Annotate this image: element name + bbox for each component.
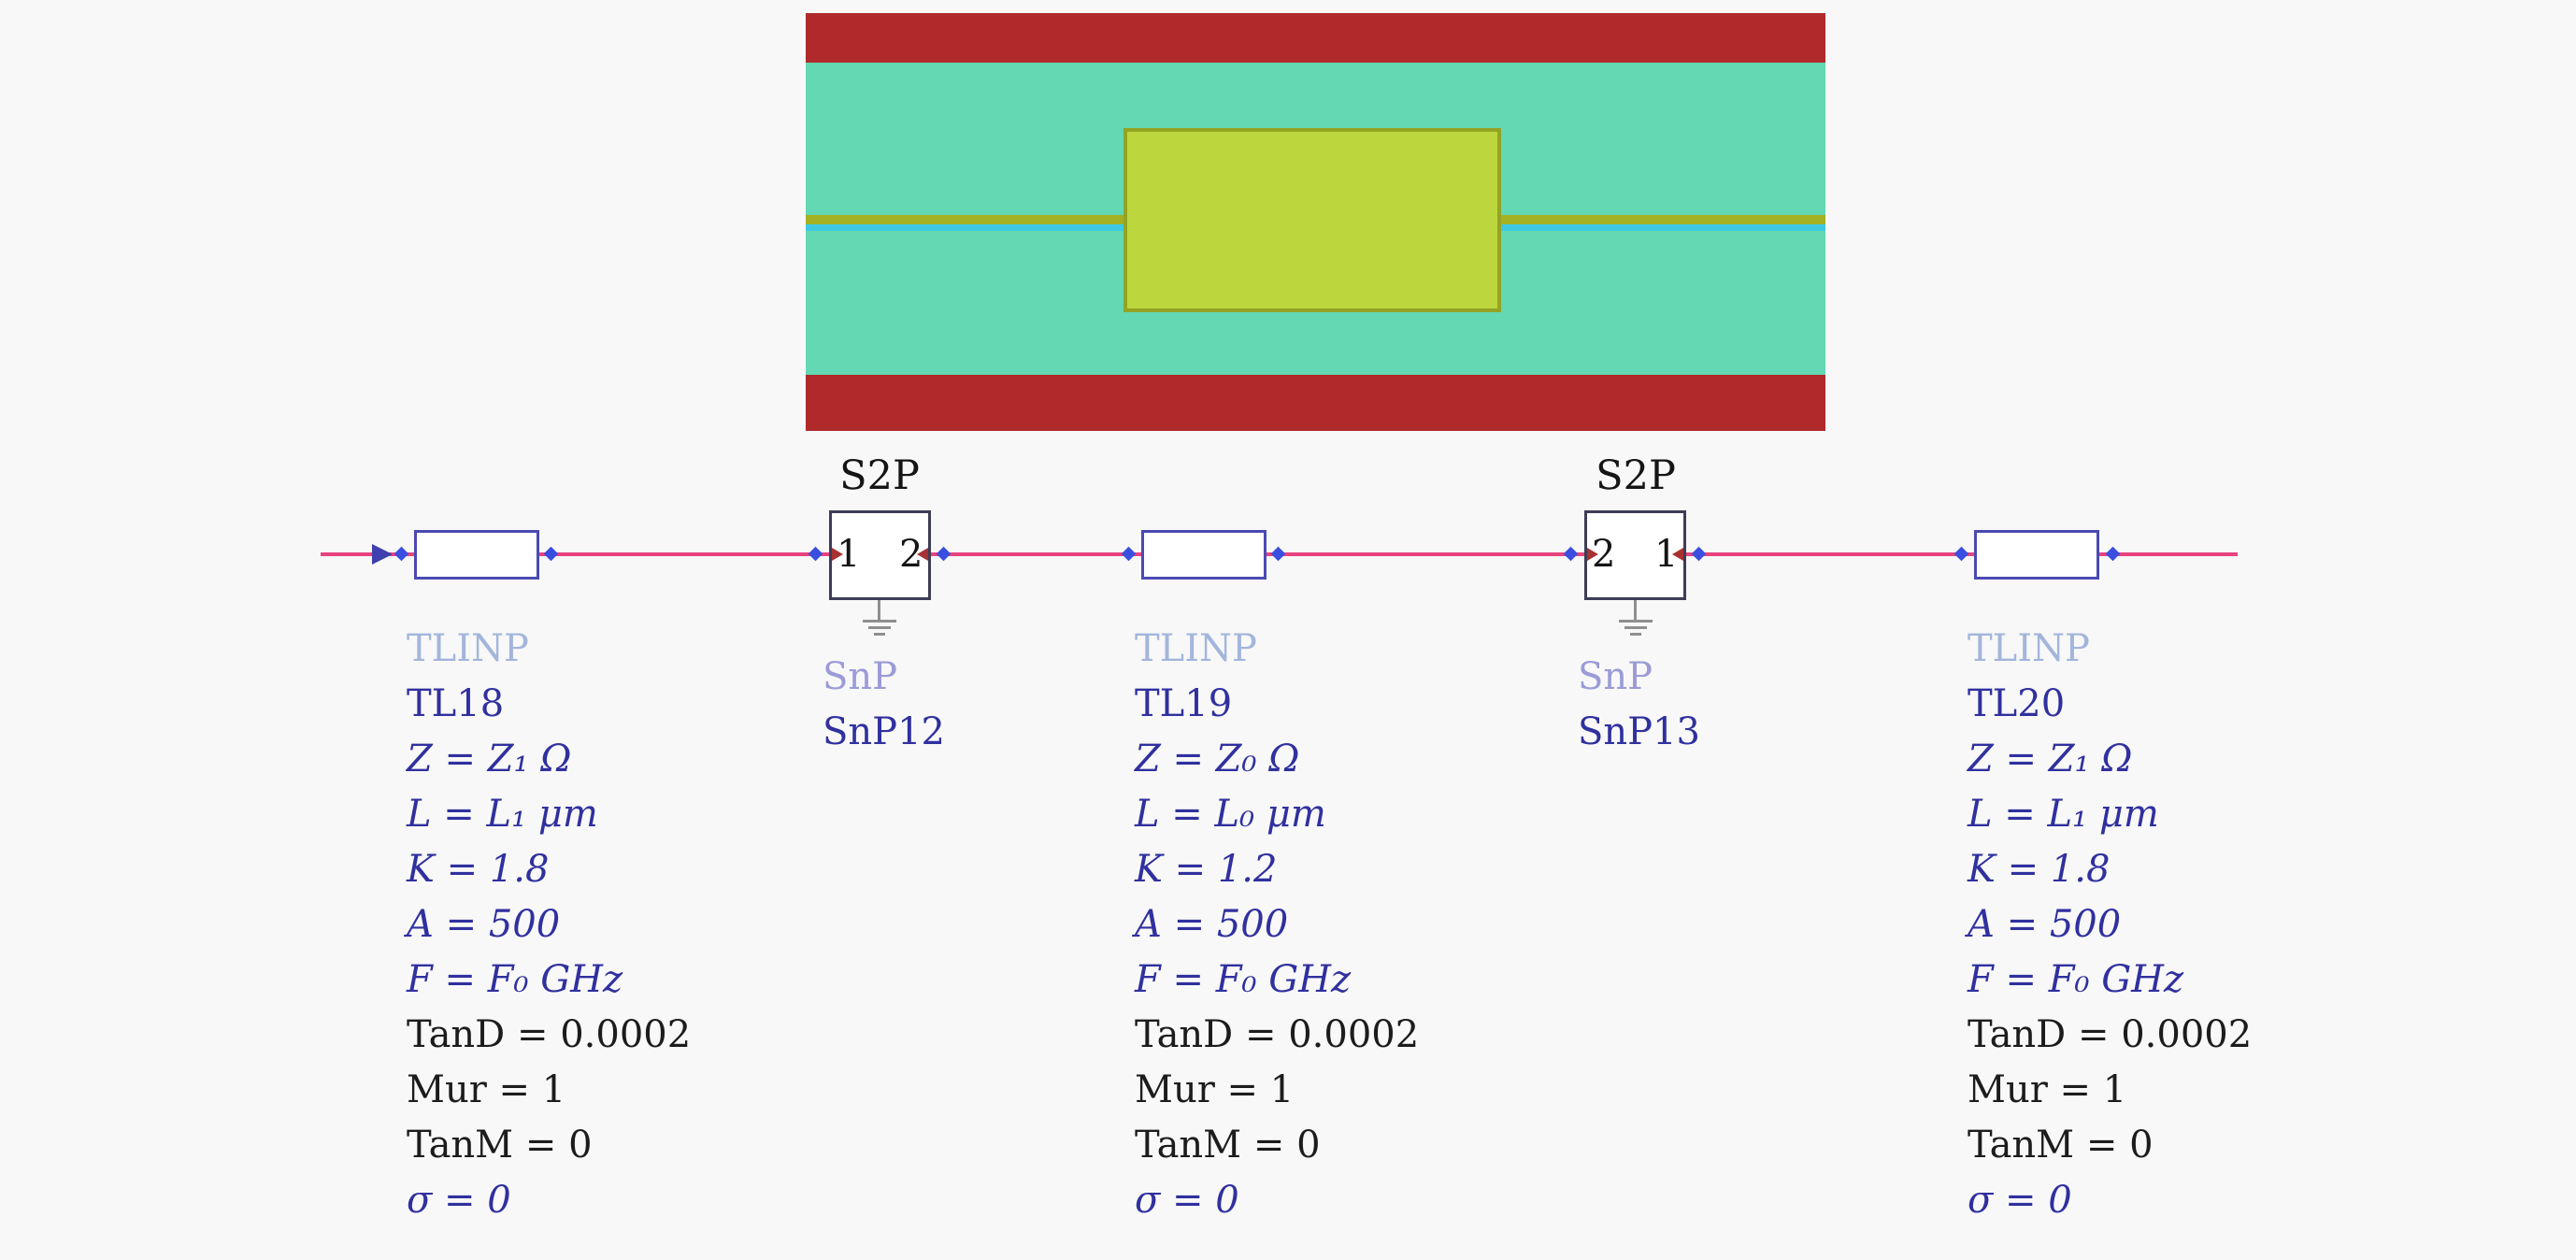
ground-symbol-icon <box>1619 620 1653 623</box>
port-tick-icon <box>832 548 843 561</box>
pin-dot <box>1563 546 1579 562</box>
param-line[interactable]: TanD = 0.0002 <box>1968 1013 2253 1056</box>
patch-region <box>1123 128 1501 312</box>
param-list: Z = Z₀ Ω L = L₀ μm K = 1.2 A = 500 F = F₀ GH… <box>1135 732 1419 1228</box>
s2p-snp12-box[interactable] <box>829 510 931 600</box>
ground-symbol-icon <box>874 633 885 636</box>
component-name[interactable]: SnP13 <box>1578 710 1700 753</box>
param-line[interactable]: TanM = 0 <box>1968 1124 2154 1167</box>
component-name[interactable]: TL18 <box>407 682 505 725</box>
tlinp-tl19-box[interactable] <box>1141 530 1267 580</box>
ground-symbol-icon <box>1630 633 1641 636</box>
param-line[interactable]: Z = Z₀ Ω <box>1135 737 1300 780</box>
param-line[interactable]: σ = 0 <box>1968 1179 2072 1222</box>
param-line[interactable]: TanD = 0.0002 <box>1135 1013 1420 1056</box>
param-line[interactable]: F = F₀ GHz <box>407 958 623 1001</box>
param-line[interactable]: K = 1.2 <box>1135 848 1278 891</box>
param-line[interactable]: F = F₀ GHz <box>1968 958 2184 1001</box>
tl20-label-block: TLINP TL20 Z = Z₁ Ω L = L₁ μm K = 1.8 A = 5… <box>1968 622 2252 1228</box>
snp12-label-block: SnP SnP12 <box>823 650 945 760</box>
ground-symbol-icon <box>868 626 891 629</box>
pin-dot <box>1953 546 1969 562</box>
pin-dot <box>394 546 409 562</box>
param-list: Z = Z₁ Ω L = L₁ μm K = 1.8 A = 500 F = F₀ GH… <box>1968 732 2252 1228</box>
pin-dot <box>2105 546 2121 562</box>
snp13-label-block: SnP SnP13 <box>1578 650 1700 760</box>
param-line[interactable]: K = 1.8 <box>1968 848 2111 891</box>
pin-dot <box>543 546 559 562</box>
ground-symbol-icon <box>863 620 896 623</box>
param-line[interactable]: L = L₁ μm <box>1968 793 2159 836</box>
component-type-label[interactable]: TLINP <box>1968 627 2090 670</box>
component-name[interactable]: TL19 <box>1135 682 1233 725</box>
component-name[interactable]: TL20 <box>1968 682 2066 725</box>
port-tick-icon <box>1672 548 1683 561</box>
component-type-label[interactable]: SnP <box>1578 655 1653 698</box>
port-tick-icon <box>917 548 928 561</box>
pin-dot <box>808 546 823 562</box>
param-line[interactable]: σ = 0 <box>407 1179 511 1222</box>
tl18-label-block: TLINP TL18 Z = Z₁ Ω L = L₁ μm K = 1.8 A = 5… <box>407 622 691 1228</box>
param-line[interactable]: TanM = 0 <box>1135 1124 1321 1167</box>
layout-preview-image <box>806 13 1825 431</box>
port-tick-icon <box>1587 548 1598 561</box>
pin-dot <box>1121 546 1137 562</box>
param-line[interactable]: F = F₀ GHz <box>1135 958 1352 1001</box>
param-line[interactable]: Mur = 1 <box>1135 1068 1295 1111</box>
s2p-title: S2P <box>839 452 920 499</box>
pin-dot <box>936 546 952 562</box>
component-type-label[interactable]: SnP <box>823 655 898 698</box>
s2p-title: S2P <box>1596 452 1676 499</box>
ground-plane-top <box>806 13 1825 63</box>
param-line[interactable]: Mur = 1 <box>1968 1068 2127 1111</box>
param-line[interactable]: L = L₀ μm <box>1135 793 1326 836</box>
ground-symbol-icon <box>1634 600 1637 620</box>
tlinp-tl18-box[interactable] <box>414 530 539 580</box>
wire-arrow-icon <box>372 544 393 565</box>
param-line[interactable]: L = L₁ μm <box>407 793 598 836</box>
s2p-snp13-box[interactable] <box>1584 510 1686 600</box>
param-line[interactable]: Z = Z₁ Ω <box>1968 737 2133 780</box>
param-line[interactable]: Z = Z₁ Ω <box>407 737 572 780</box>
param-line[interactable]: A = 500 <box>1135 903 1289 946</box>
component-name[interactable]: SnP12 <box>823 710 945 753</box>
param-line[interactable]: A = 500 <box>1968 903 2122 946</box>
component-type-label[interactable]: TLINP <box>1135 627 1257 670</box>
ground-plane-bottom <box>806 375 1825 431</box>
pin-dot <box>1270 546 1286 562</box>
param-list: Z = Z₁ Ω L = L₁ μm K = 1.8 A = 500 F = F₀ GH… <box>407 732 691 1228</box>
ground-symbol-icon <box>878 600 880 620</box>
param-line[interactable]: TanD = 0.0002 <box>407 1013 692 1056</box>
param-line[interactable]: TanM = 0 <box>407 1124 593 1167</box>
component-type-label[interactable]: TLINP <box>407 627 529 670</box>
param-line[interactable]: A = 500 <box>407 903 561 946</box>
tlinp-tl20-box[interactable] <box>1974 530 2099 580</box>
param-line[interactable]: σ = 0 <box>1135 1179 1239 1222</box>
param-line[interactable]: K = 1.8 <box>407 848 550 891</box>
tl19-label-block: TLINP TL19 Z = Z₀ Ω L = L₀ μm K = 1.2 A = 5… <box>1135 622 1419 1228</box>
pin-dot <box>1691 546 1707 562</box>
param-line[interactable]: Mur = 1 <box>407 1068 566 1111</box>
ground-symbol-icon <box>1624 626 1647 629</box>
